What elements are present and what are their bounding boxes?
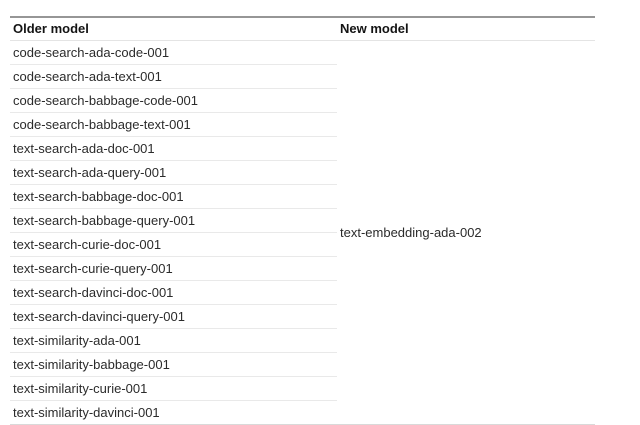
table-row: text-similarity-babbage-001	[10, 352, 595, 377]
table-row: text-search-ada-doc-001	[10, 136, 595, 161]
table-row: text-search-curie-doc-001	[10, 232, 595, 257]
older-model-cell: code-search-babbage-code-001	[10, 88, 337, 113]
column-header-older-model: Older model	[10, 17, 337, 41]
table-row: code-search-ada-text-001	[10, 64, 595, 89]
older-model-cell: text-search-babbage-query-001	[10, 208, 337, 233]
older-model-cell: text-search-curie-query-001	[10, 256, 337, 281]
table-row: code-search-ada-code-001 text-embedding-…	[10, 40, 595, 240]
older-model-cell: code-search-babbage-text-001	[10, 112, 337, 137]
older-model-cell: text-search-davinci-query-001	[10, 304, 337, 329]
older-model-cell: text-search-babbage-doc-001	[10, 184, 337, 209]
column-header-new-model: New model	[337, 17, 595, 41]
table-row: text-search-babbage-query-001	[10, 208, 595, 233]
table-header-row: Older model New model	[10, 17, 595, 41]
table-row: code-search-babbage-code-001	[10, 88, 595, 113]
older-model-cell: text-search-curie-doc-001	[10, 232, 337, 257]
older-model-cell: text-search-ada-query-001	[10, 160, 337, 185]
older-model-cell: text-similarity-ada-001	[10, 328, 337, 353]
table-row: text-search-babbage-doc-001	[10, 184, 595, 209]
older-model-cell: text-search-ada-doc-001	[10, 136, 337, 161]
table-row: text-similarity-ada-001	[10, 328, 595, 353]
older-model-cell: code-search-ada-text-001	[10, 64, 337, 89]
table-row: text-search-ada-query-001	[10, 160, 595, 185]
table-row: text-search-curie-query-001	[10, 256, 595, 281]
model-migration-table: Older model New model code-search-ada-co…	[10, 16, 595, 425]
table-row: text-similarity-curie-001	[10, 376, 595, 401]
model-migration-section: Older model New model code-search-ada-co…	[10, 16, 595, 425]
new-model-cell: text-embedding-ada-002	[340, 225, 482, 240]
table-row: text-search-davinci-doc-001	[10, 280, 595, 305]
older-model-cell: text-similarity-curie-001	[10, 376, 337, 401]
older-model-cell: code-search-ada-code-001	[10, 40, 337, 65]
table-row: text-similarity-davinci-001	[10, 401, 595, 425]
older-model-cell: text-search-davinci-doc-001	[10, 280, 337, 305]
older-model-cell: text-similarity-babbage-001	[10, 352, 337, 377]
table-row: text-search-davinci-query-001	[10, 304, 595, 329]
older-model-cell: text-similarity-davinci-001	[13, 405, 160, 420]
table-row: code-search-babbage-text-001	[10, 112, 595, 137]
